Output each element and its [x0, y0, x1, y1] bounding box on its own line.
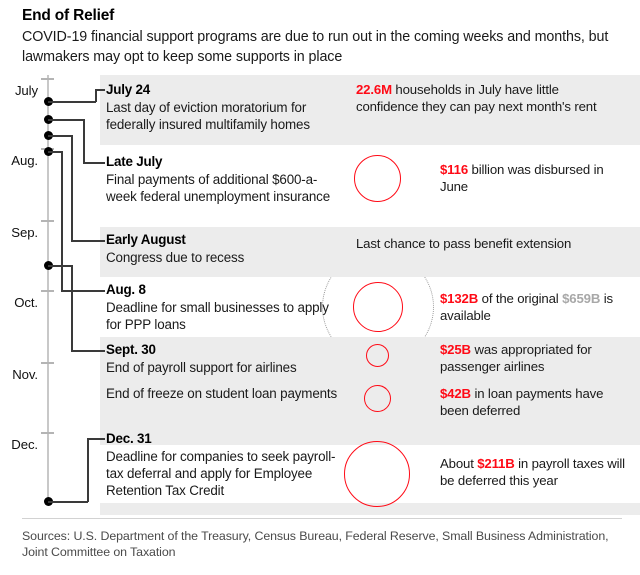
annotation-value: $25B — [440, 342, 471, 357]
chart-subtitle: COVID-19 financial support programs are … — [22, 29, 609, 65]
event-description: Final payments of additional $600-a-week… — [106, 172, 331, 204]
event-description: Deadline for companies to seek payroll-t… — [106, 449, 336, 498]
row-band-1 — [100, 75, 640, 145]
annotation-lead: About — [440, 456, 478, 471]
annotation-211b: About $211B in payroll taxes will be def… — [440, 455, 635, 489]
leader-july-24-v — [95, 89, 97, 102]
leader-late-july-v — [83, 119, 85, 163]
annotation-text: of the original — [478, 291, 563, 306]
annotation-text: in loan payments have been deferred — [440, 386, 604, 418]
leader-dec-31-v — [87, 438, 89, 502]
event-description: Deadline for small businesses to apply f… — [106, 300, 329, 332]
leader-aug-8-v — [61, 151, 63, 291]
bubble-132b — [353, 282, 403, 332]
ghost-bubble-clip — [100, 277, 640, 337]
page-title: End of Relief — [22, 7, 115, 24]
event-early-august: Early August Congress due to recess — [106, 231, 338, 266]
event-date: Late July — [106, 154, 163, 169]
event-description: End of freeze on student loan payments — [106, 386, 338, 401]
annotation-value: $211B — [477, 456, 515, 471]
leader-aug-8-h — [48, 151, 62, 153]
event-dec-31: Dec. 31 Deadline for companies to seek p… — [106, 430, 338, 499]
event-date: Sept. 30 — [106, 342, 156, 357]
bubble-116b — [354, 155, 401, 202]
event-student-loans: End of freeze on student loan payments — [106, 385, 338, 402]
annotation-value: 22.6M — [356, 82, 392, 97]
axis-label-july: July — [14, 83, 38, 98]
annotation-benefit-extension: Last chance to pass benefit extension — [356, 235, 626, 252]
chart-header: End of Relief COVID-19 financial support… — [22, 6, 622, 67]
bubble-25b — [366, 344, 389, 367]
event-date: Early August — [106, 232, 186, 247]
leader-early-aug-v — [71, 135, 73, 241]
annotation-text: billion was disbursed in June — [440, 162, 604, 194]
ghost-bubble-659b — [322, 277, 434, 337]
annotation-text: in payroll taxes will be deferred this y… — [440, 456, 625, 488]
timeline-axis — [47, 75, 49, 503]
annotation-116b: $116 billion was disbursed in June — [440, 161, 630, 195]
annotation-text: Last chance to pass benefit extension — [356, 236, 572, 251]
leader-july-24-h — [48, 101, 96, 103]
bubble-42b — [364, 385, 391, 412]
leader-sept-30-v — [71, 265, 73, 351]
annotation-42b: $42B in loan payments have been deferred — [440, 385, 630, 419]
annotation-reference-value: $659B — [562, 291, 601, 306]
annotation-22-6m: 22.6M households in July have little con… — [356, 81, 606, 115]
leader-sept-30-h — [48, 265, 72, 267]
event-july-24: July 24 Last day of eviction moratorium … — [106, 81, 338, 133]
leader-dec-31-h — [48, 501, 88, 503]
axis-tick-nov — [41, 362, 54, 364]
annotation-text: households in July have little confidenc… — [356, 82, 597, 114]
event-late-july: Late July Final payments of additional $… — [106, 153, 338, 205]
event-description: Congress due to recess — [106, 250, 245, 265]
event-description: Last day of eviction moratorium for fede… — [106, 100, 310, 132]
axis-tick-oct — [41, 290, 54, 292]
axis-label-aug: Aug. — [11, 153, 38, 168]
axis-tick-july — [41, 78, 54, 80]
leader-aug-8-tip — [61, 290, 105, 292]
leader-sept-30-tip — [71, 350, 105, 352]
annotation-value: $132B — [440, 291, 479, 306]
event-date: Dec. 31 — [106, 431, 152, 446]
event-sept-30: Sept. 30 End of payroll support for airl… — [106, 341, 338, 376]
timeline-plot: July Aug. Sep. Oct. Nov. Dec. July 24 La… — [0, 75, 640, 515]
annotation-value: $116 — [440, 162, 469, 177]
leader-july-24-tip — [95, 89, 105, 91]
leader-dec-31-tip — [87, 438, 105, 440]
leader-late-july-h — [48, 119, 84, 121]
annotation-text-tail: is available — [440, 291, 613, 323]
row-band-2 — [100, 227, 640, 277]
leader-early-aug-tip — [71, 240, 105, 242]
event-aug-8: Aug. 8 Deadline for small businesses to … — [106, 281, 338, 333]
axis-label-sep: Sep. — [11, 225, 38, 240]
annotation-25b: $25B was appropriated for passenger airl… — [440, 341, 635, 375]
leader-early-aug-h — [48, 135, 72, 137]
annotation-132b: $132B of the original $659B is available — [440, 290, 630, 324]
event-description: End of payroll support for airlines — [106, 360, 297, 375]
annotation-value: $42B — [440, 386, 471, 401]
axis-label-oct: Oct. — [14, 295, 38, 310]
axis-label-dec: Dec. — [11, 437, 38, 452]
bubble-211b — [344, 441, 410, 507]
axis-tick-dec — [41, 432, 54, 434]
axis-tick-sep — [41, 220, 54, 222]
event-date: Aug. 8 — [106, 282, 146, 297]
sources-note: Sources: U.S. Department of the Treasury… — [22, 529, 609, 559]
row-band-4 — [100, 503, 640, 515]
annotation-text: was appropriated for passenger airlines — [440, 342, 592, 374]
footer-divider — [22, 518, 622, 519]
axis-label-nov: Nov. — [12, 367, 38, 382]
event-date: July 24 — [106, 82, 151, 97]
leader-late-july-tip — [83, 162, 105, 164]
